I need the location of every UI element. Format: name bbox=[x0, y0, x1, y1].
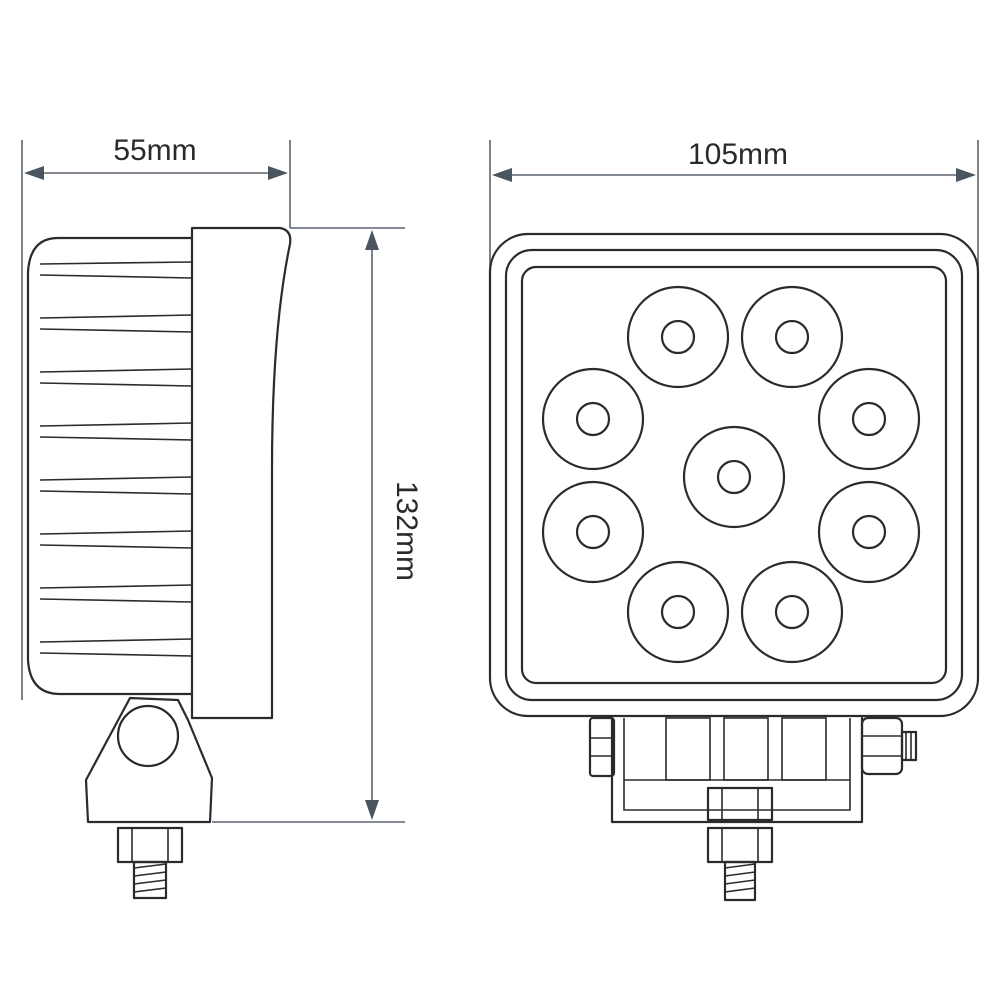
width-dimension: 105mm bbox=[489, 138, 979, 272]
front-bezel bbox=[190, 226, 292, 720]
side-bolt-icon bbox=[860, 716, 918, 776]
bracket-bolt-icon bbox=[116, 704, 180, 768]
height-label: 132mm bbox=[390, 481, 423, 581]
housing-outer bbox=[488, 232, 980, 718]
led-icon bbox=[740, 560, 844, 664]
height-dimension: 132mm bbox=[212, 227, 423, 823]
led-icon bbox=[817, 367, 921, 471]
led-icon bbox=[541, 367, 645, 471]
cooling-fins bbox=[39, 261, 193, 657]
depth-label: 55mm bbox=[113, 134, 196, 167]
led-icon bbox=[626, 285, 730, 389]
front-bracket bbox=[588, 716, 864, 824]
led-icon bbox=[817, 480, 921, 584]
led-icon bbox=[682, 425, 786, 529]
side-stud bbox=[116, 826, 184, 900]
heatsink-body bbox=[26, 236, 194, 696]
width-label: 105mm bbox=[688, 138, 788, 171]
led-icon bbox=[541, 480, 645, 584]
led-array bbox=[541, 285, 921, 664]
front-view: 105mm bbox=[488, 138, 980, 902]
depth-dimension: 55mm bbox=[21, 134, 291, 700]
lens-window bbox=[520, 265, 948, 685]
side-view: 55mm bbox=[21, 134, 423, 900]
front-stud bbox=[706, 786, 774, 902]
led-icon bbox=[740, 285, 844, 389]
housing-inner bbox=[504, 248, 964, 702]
side-bracket bbox=[84, 696, 214, 824]
led-icon bbox=[626, 560, 730, 664]
